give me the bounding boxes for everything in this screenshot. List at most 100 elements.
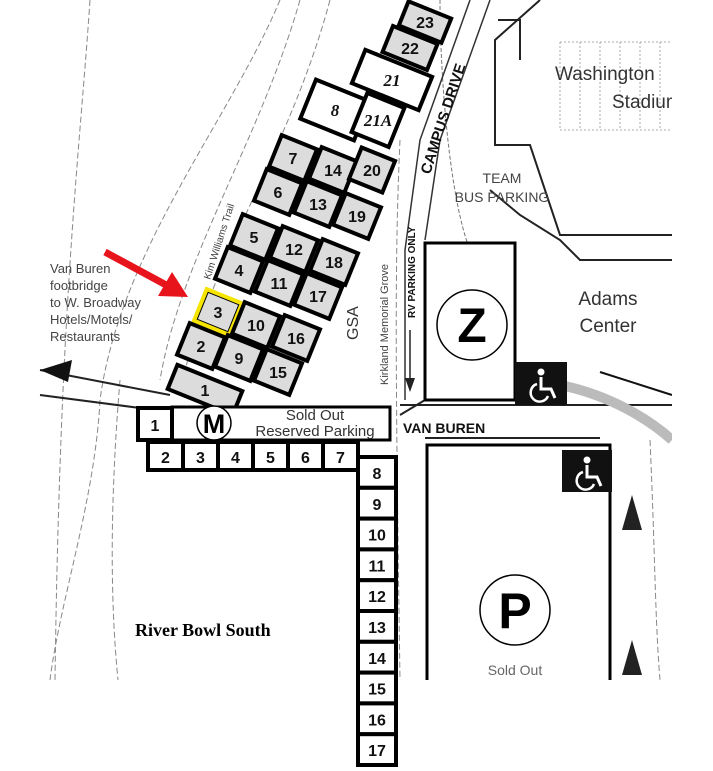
lot-outline <box>252 257 306 309</box>
lot-label: 4 <box>231 450 240 467</box>
highlight-outline <box>191 286 245 338</box>
lot-19[interactable]: 19 <box>330 190 384 242</box>
lot-3[interactable]: 3 <box>191 286 245 338</box>
arrow-up-icon <box>622 640 642 675</box>
lot-1[interactable]: 1 <box>165 362 245 418</box>
lot-18[interactable]: 18 <box>307 236 361 288</box>
lot-11[interactable]: 11 <box>252 257 306 309</box>
lot-label: 11 <box>271 276 288 293</box>
lot-label: 14 <box>368 651 386 668</box>
lot-label: 15 <box>269 365 287 382</box>
lot-label: 23 <box>416 15 434 32</box>
lot-label: 19 <box>348 209 366 226</box>
z-lot[interactable]: Z <box>423 241 517 402</box>
south-lot-15[interactable]: 15 <box>356 670 398 706</box>
south-lot-13[interactable]: 13 <box>356 609 398 644</box>
lot-7[interactable]: 7 <box>266 132 320 184</box>
lot-label: 21 <box>383 71 401 90</box>
lot-label: 15 <box>368 682 386 699</box>
stadium-label-line2: Stadium <box>612 92 682 113</box>
lot-outline <box>212 332 266 384</box>
red-arrow-icon <box>103 248 188 297</box>
campus-drive-road <box>404 0 491 400</box>
lot-label: 8 <box>331 101 340 120</box>
south-lot-10[interactable]: 10 <box>356 516 398 552</box>
lot-outline <box>212 244 266 296</box>
lot-outline <box>227 211 281 263</box>
lot-label: 18 <box>325 255 343 272</box>
lot-outline <box>291 270 345 322</box>
gsa-label: GSA <box>345 306 362 340</box>
lot-5[interactable]: 5 <box>227 211 281 263</box>
south-lot-11[interactable]: 11 <box>356 547 398 583</box>
m-letter: M <box>203 409 226 439</box>
lot-outline <box>321 440 360 472</box>
team-bus-label: TEAM <box>483 170 522 186</box>
lot-label: 4 <box>235 263 244 280</box>
lot-label: 20 <box>363 163 381 180</box>
arrow-up-icon <box>622 495 642 530</box>
south-lot-12[interactable]: 12 <box>356 578 398 614</box>
lot-4[interactable]: 4 <box>212 244 266 296</box>
south-lot-6[interactable]: 6 <box>286 440 325 472</box>
lot-13[interactable]: 13 <box>291 178 345 230</box>
lot-label: 8 <box>373 466 382 483</box>
trail-lines <box>49 0 661 681</box>
lot-12[interactable]: 12 <box>267 223 321 275</box>
lot-label: 7 <box>336 450 345 467</box>
south-lot-3[interactable]: 3 <box>181 440 220 472</box>
lot-23[interactable]: 23 <box>396 0 454 46</box>
stadium-seating <box>559 41 672 131</box>
lot-label: 5 <box>250 230 259 247</box>
lot-outline <box>379 23 441 73</box>
m-lot[interactable]: 1 M Sold Out Reserved Parking <box>136 405 392 442</box>
lot-label: 9 <box>373 497 382 514</box>
lot-outline <box>356 732 398 768</box>
p-lot[interactable]: P Sold Out <box>425 443 612 680</box>
arrow-right-icon <box>599 371 673 396</box>
lot-label: 12 <box>285 242 303 259</box>
lot-label: 13 <box>368 620 386 637</box>
lot-17[interactable]: 17 <box>291 270 345 322</box>
lot-21[interactable]: 21 <box>349 47 435 113</box>
south-lot-7[interactable]: 7 <box>321 440 360 472</box>
z-letter: Z <box>457 300 486 353</box>
south-lot-9[interactable]: 9 <box>356 485 398 521</box>
river-bowl-south-label: River Bowl South <box>135 620 271 640</box>
lot-10[interactable]: 10 <box>229 299 283 351</box>
lot-label: 16 <box>287 331 305 348</box>
lot-outline <box>266 132 320 184</box>
lot-9[interactable]: 9 <box>212 332 266 384</box>
south-lot-8[interactable]: 8 <box>356 455 398 490</box>
lot-outline <box>348 90 408 150</box>
lot-20[interactable]: 20 <box>346 144 398 196</box>
van-buren-label: VAN BUREN <box>403 420 485 436</box>
south-lot-17[interactable]: 17 <box>356 732 398 768</box>
svg-text:Restaurants: Restaurants <box>50 329 121 344</box>
lot-21a[interactable]: 21A <box>348 90 408 150</box>
lot-outline <box>267 223 321 275</box>
lot-outline <box>251 346 305 398</box>
south-lot-14[interactable]: 14 <box>356 639 398 675</box>
lot-15[interactable]: 15 <box>251 346 305 398</box>
wheelchair-icon <box>562 450 612 492</box>
lot-label: 10 <box>247 318 265 335</box>
lot-outline <box>330 190 384 242</box>
lot-22[interactable]: 22 <box>379 23 441 73</box>
lot-label: 2 <box>197 339 206 356</box>
south-lot-2[interactable]: 2 <box>146 440 185 472</box>
rv-parking-label: RV PARKING ONLY <box>407 226 418 318</box>
lot-label: 16 <box>368 712 386 729</box>
lot-6[interactable]: 6 <box>251 166 305 218</box>
south-lot-4[interactable]: 4 <box>216 440 255 472</box>
lot-label: 11 <box>369 558 386 575</box>
adams-center-label-line2: Center <box>579 316 637 337</box>
footbridge-label: Van Buren footbridge to W. Broadway Hote… <box>50 261 142 344</box>
lot-16[interactable]: 16 <box>269 312 323 364</box>
south-lot-16[interactable]: 16 <box>356 701 398 737</box>
south-lot-5[interactable]: 5 <box>251 440 290 472</box>
